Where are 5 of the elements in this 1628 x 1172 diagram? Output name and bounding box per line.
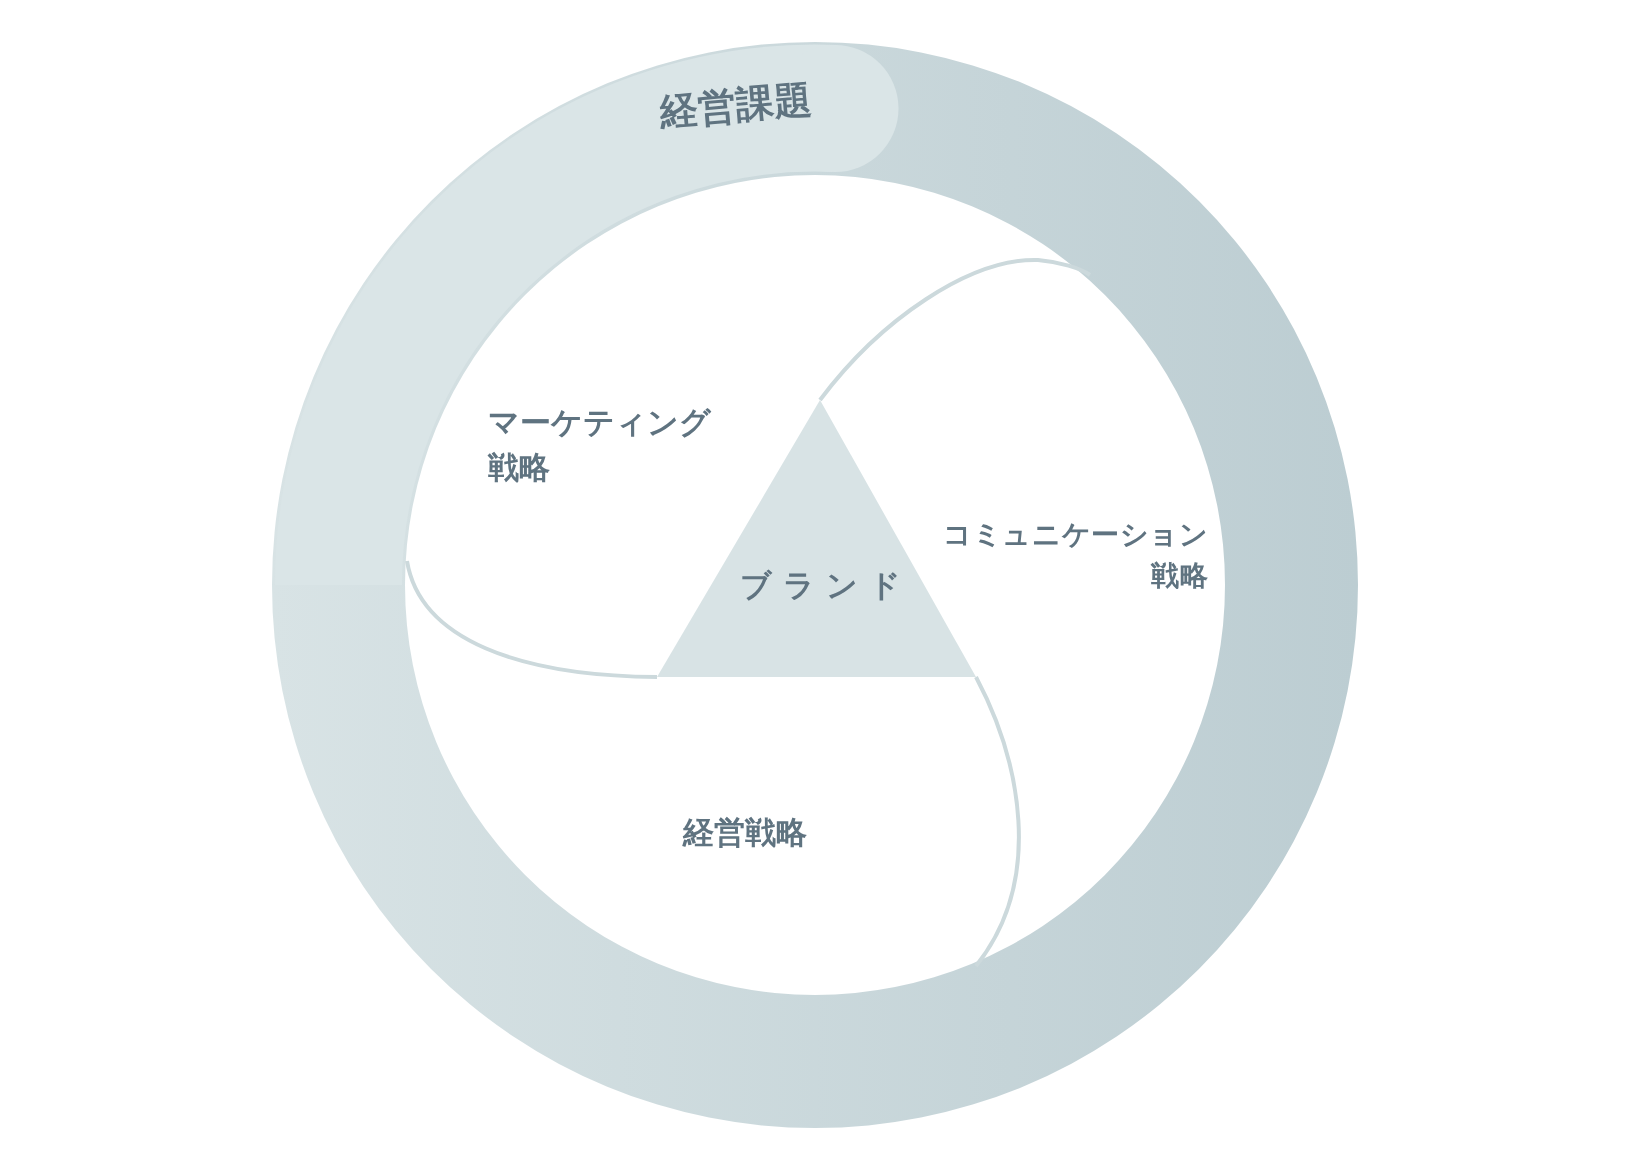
region-label: コミュニケーション戦略 bbox=[942, 517, 1209, 594]
ring-title: 経営課題 bbox=[657, 75, 814, 136]
region-label: 経営戦略 bbox=[683, 813, 807, 852]
region-label: マーケティング戦略 bbox=[488, 403, 712, 487]
region-label: ブランド bbox=[740, 566, 912, 605]
